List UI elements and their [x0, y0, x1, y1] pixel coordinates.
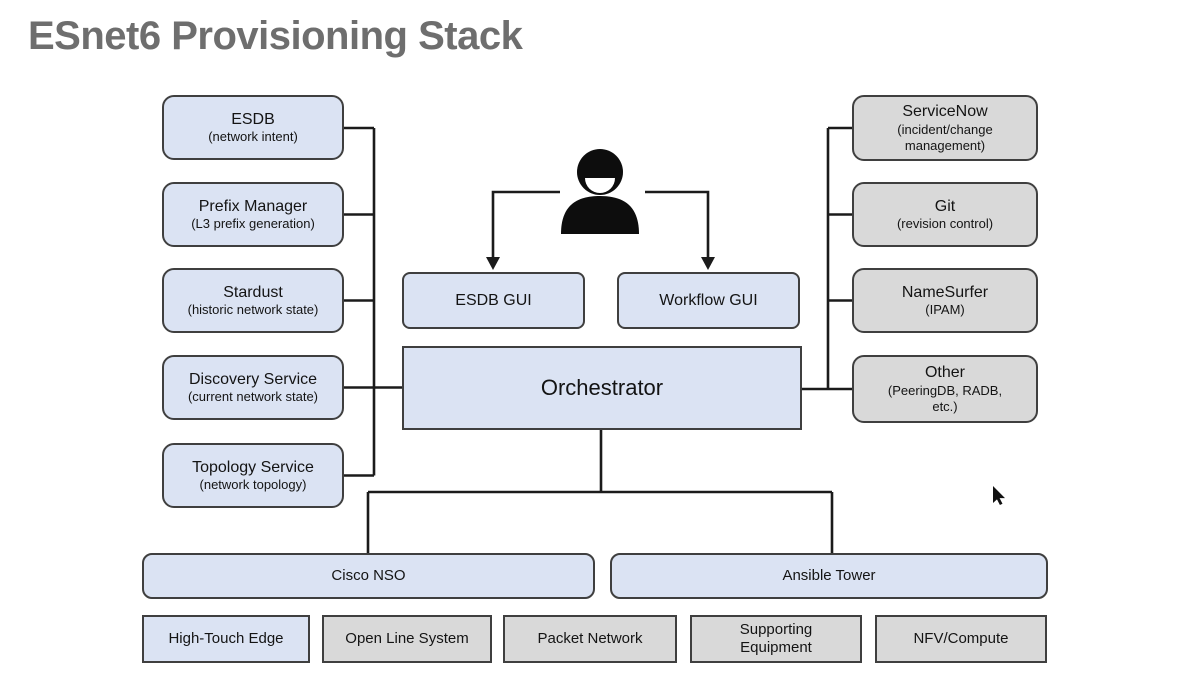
node-other-sublabel: (PeeringDB, RADB, etc.): [887, 382, 1003, 414]
node-high-touch-edge-label: High-Touch Edge: [168, 629, 284, 647]
node-workflow-gui-label: Workflow GUI: [659, 291, 758, 309]
node-esdb-sublabel: (network intent): [208, 129, 298, 145]
node-high-touch-edge: High-Touch Edge: [142, 615, 310, 663]
node-namesurfer: NameSurfer (IPAM): [852, 268, 1038, 333]
node-ansible-tower-label: Ansible Tower: [782, 566, 876, 584]
mouse-cursor-icon: [993, 486, 1005, 505]
node-servicenow-sublabel: (incident/change management): [897, 121, 993, 153]
node-open-line-system: Open Line System: [322, 615, 492, 663]
node-prefix-manager: Prefix Manager (L3 prefix generation): [162, 182, 344, 247]
node-packet-network: Packet Network: [503, 615, 677, 663]
node-supporting-equipment: Supporting Equipment: [690, 615, 862, 663]
node-other-label: Other: [924, 364, 965, 382]
node-stardust-label: Stardust: [223, 283, 283, 301]
node-git-sublabel: (revision control): [896, 216, 994, 232]
node-stardust-sublabel: (historic network state): [187, 302, 319, 318]
node-cisco-nso: Cisco NSO: [142, 553, 595, 599]
arrowhead-esdb-gui: [486, 257, 500, 270]
node-stardust: Stardust (historic network state): [162, 268, 344, 333]
node-nfv-compute: NFV/Compute: [875, 615, 1047, 663]
node-git: Git (revision control): [852, 182, 1038, 247]
node-supporting-equipment-label: Supporting Equipment: [739, 620, 813, 656]
node-namesurfer-label: NameSurfer: [901, 283, 989, 301]
node-other: Other (PeeringDB, RADB, etc.): [852, 355, 1038, 423]
user-icon: [561, 149, 639, 234]
node-namesurfer-sublabel: (IPAM): [925, 302, 965, 318]
node-esdb-gui-label: ESDB GUI: [455, 291, 532, 309]
node-servicenow: ServiceNow (incident/change management): [852, 95, 1038, 161]
node-orchestrator: Orchestrator: [402, 346, 802, 430]
arrowhead-workflow-gui: [701, 257, 715, 270]
node-esdb: ESDB (network intent): [162, 95, 344, 160]
node-esdb-gui: ESDB GUI: [402, 272, 585, 329]
node-discovery-service-sublabel: (current network state): [187, 389, 319, 405]
node-cisco-nso-label: Cisco NSO: [331, 566, 406, 584]
node-orchestrator-label: Orchestrator: [540, 374, 664, 400]
node-workflow-gui: Workflow GUI: [617, 272, 800, 329]
node-ansible-tower: Ansible Tower: [610, 553, 1048, 599]
node-topology-service-label: Topology Service: [192, 458, 314, 476]
node-git-label: Git: [934, 197, 956, 215]
arrow-user-to-esdb-gui: [491, 190, 560, 259]
node-prefix-manager-sublabel: (L3 prefix generation): [191, 216, 315, 232]
node-discovery-service: Discovery Service (current network state…: [162, 355, 344, 420]
node-nfv-compute-label: NFV/Compute: [913, 629, 1009, 647]
node-servicenow-label: ServiceNow: [902, 103, 988, 121]
node-packet-network-label: Packet Network: [537, 629, 643, 647]
node-topology-service: Topology Service (network topology): [162, 443, 344, 508]
node-open-line-system-label: Open Line System: [345, 629, 469, 647]
node-discovery-service-label: Discovery Service: [188, 370, 318, 388]
node-topology-service-sublabel: (network topology): [199, 477, 307, 493]
node-esdb-label: ESDB: [231, 110, 275, 128]
page-title: ESnet6 Provisioning Stack: [28, 14, 523, 58]
arrow-user-to-workflow-gui: [645, 190, 710, 259]
node-prefix-manager-label: Prefix Manager: [198, 197, 308, 215]
